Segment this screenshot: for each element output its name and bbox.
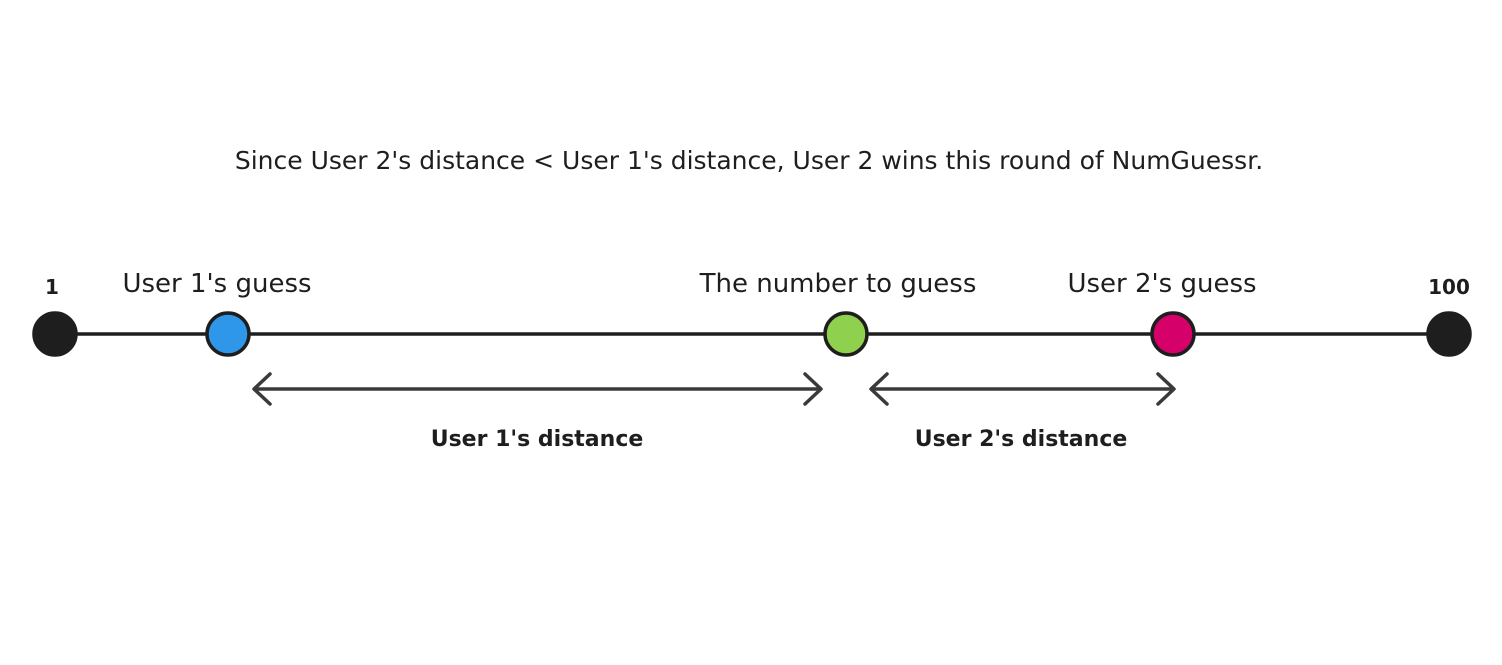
end-label: 100 — [1428, 275, 1470, 299]
user1-guess-dot — [205, 311, 251, 357]
target-dot — [823, 311, 869, 357]
user1-guess-label: User 1's guess — [122, 269, 311, 299]
start-endpoint-dot — [32, 311, 78, 357]
user2-distance-arrow — [869, 372, 1176, 406]
user2-guess-label: User 2's guess — [1067, 269, 1256, 299]
user2-distance-label: User 2's distance — [915, 427, 1128, 452]
user1-distance-arrow — [252, 372, 823, 406]
user2-guess-dot — [1150, 311, 1196, 357]
user1-distance-label: User 1's distance — [431, 427, 644, 452]
target-label: The number to guess — [699, 269, 977, 299]
start-label: 1 — [45, 275, 59, 299]
caption-text: Since User 2's distance < User 1's dista… — [235, 146, 1263, 175]
end-endpoint-dot — [1426, 311, 1472, 357]
